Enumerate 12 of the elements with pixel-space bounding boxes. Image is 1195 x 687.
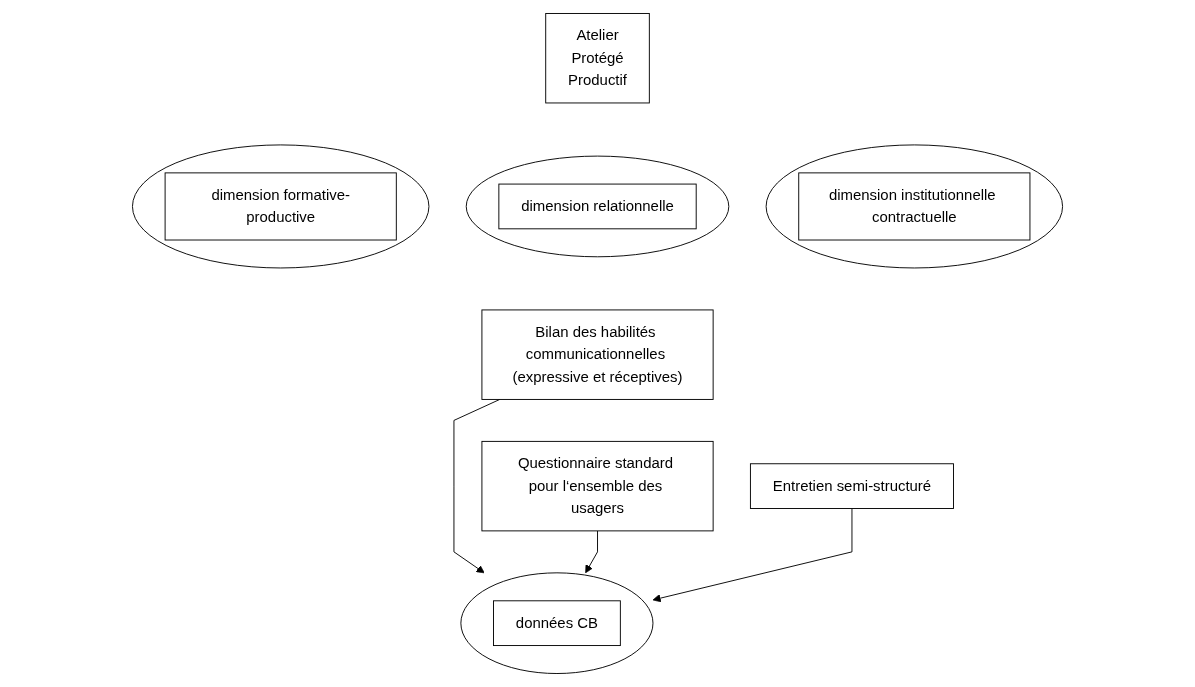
node-box: Entretien semi-structuré [749, 463, 954, 509]
node-box: Atelier Protégé Productif [545, 13, 650, 104]
node-box: dimension formative-productive [164, 172, 397, 241]
cluster [765, 144, 1063, 269]
node-box: Bilan des habilités communicationnelles (expressive et réceptives) [481, 309, 714, 400]
node-box: dimension relationnelle [498, 183, 697, 230]
node-box: Questionnaire standard pour l‘ensemble des usagers [481, 440, 714, 532]
node-box: dimension institutionnelle contractuelle [798, 172, 1031, 241]
cluster [131, 144, 430, 269]
cluster [460, 572, 654, 674]
cluster [465, 155, 730, 258]
node-box: données CB [493, 600, 621, 647]
